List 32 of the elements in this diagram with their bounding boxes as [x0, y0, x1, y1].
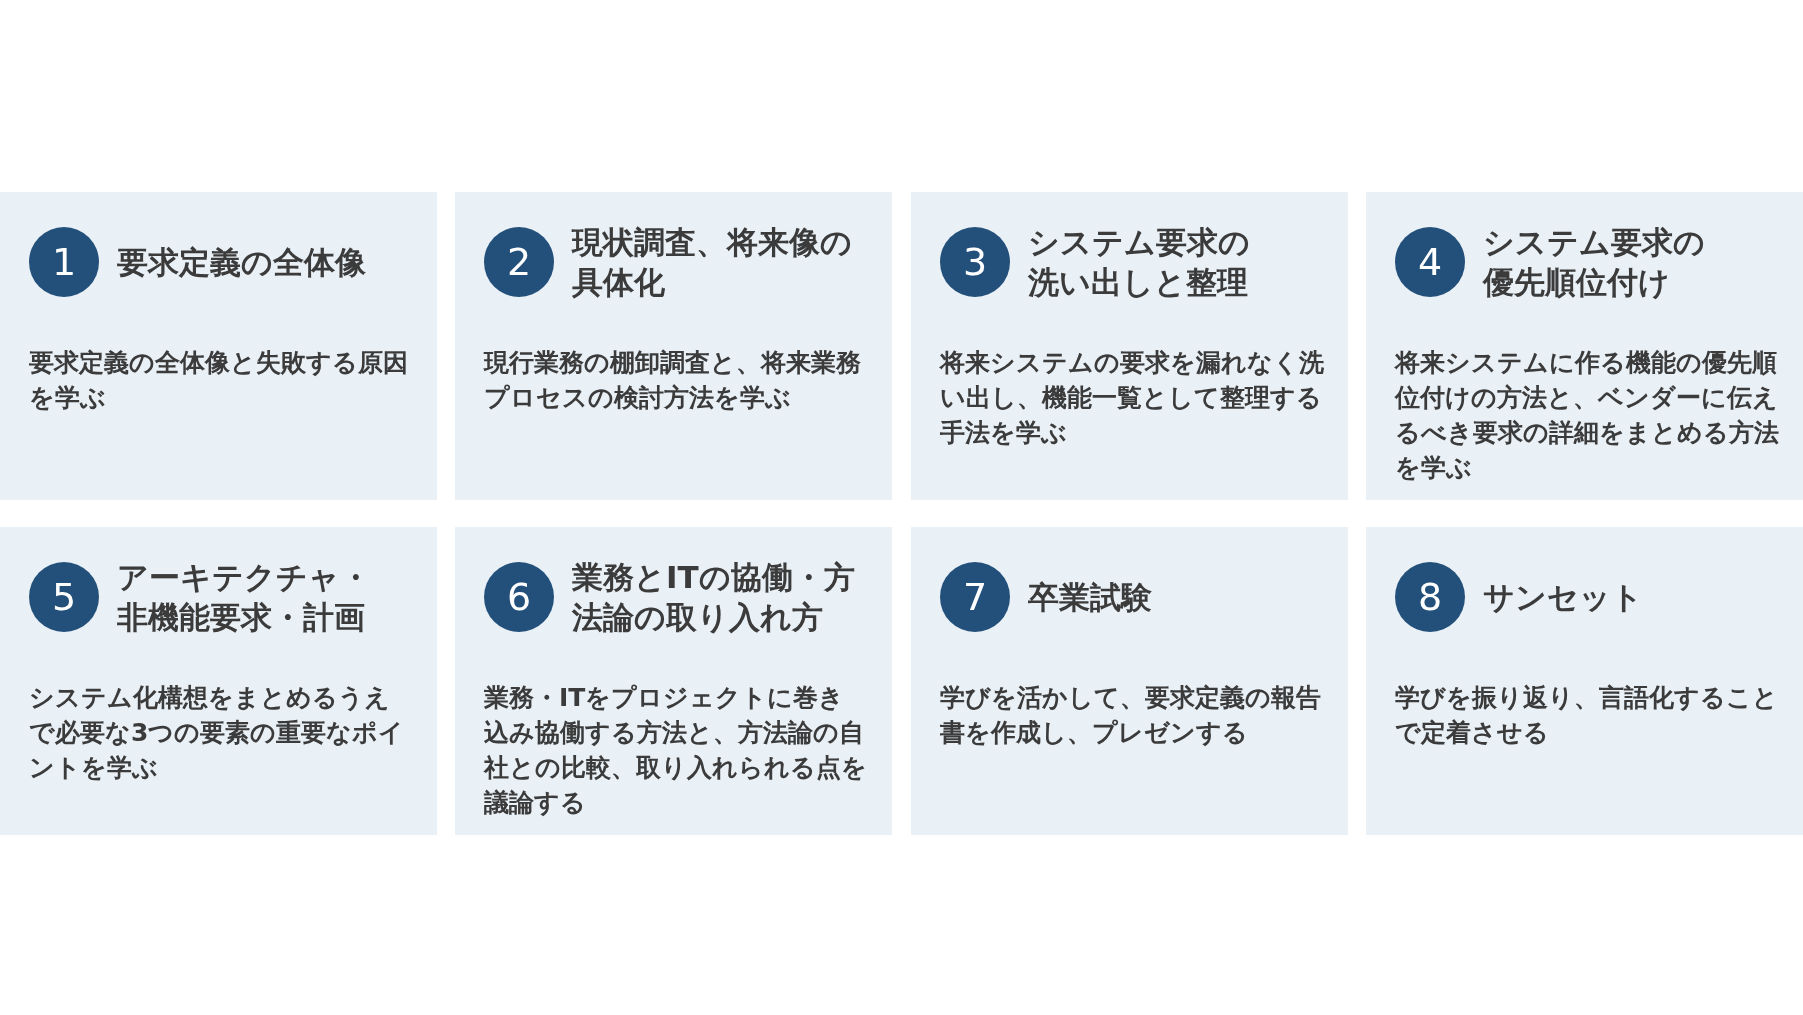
card-description: 学びを活かして、要求定義の報告書を作成し、プレゼンする: [940, 682, 1322, 749]
course-card: [1366, 192, 1803, 500]
card-description: 将来システムに作る機能の優先順位付けの方法と、ベンダーに伝えるべき要求の詳細をまとめる方法を学ぶ: [1395, 347, 1780, 484]
card-description: 将来システムの要求を漏れなく洗い出し、機能一覧として整理する手法を学ぶ: [940, 347, 1325, 449]
step-number-circle: 4: [1395, 227, 1465, 297]
course-card: [911, 192, 1348, 500]
card-title: 業務とITの協働・方法論の取り入れ方: [572, 558, 856, 637]
step-number-circle: 1: [29, 227, 99, 297]
course-card: [1366, 527, 1803, 835]
step-number-circle: 2: [484, 227, 554, 297]
course-card: [455, 527, 892, 835]
step-number-circle: 6: [484, 562, 554, 632]
step-number-circle: 7: [940, 562, 1010, 632]
step-number-circle: 8: [1395, 562, 1465, 632]
card-title: 要求定義の全体像: [117, 243, 367, 282]
course-card: [0, 192, 437, 500]
card-description: 業務・ITをプロジェクトに巻き込み協働する方法と、方法論の自社との比較、取り入れられる点を議論する: [484, 682, 868, 819]
step-number-circle: 3: [940, 227, 1010, 297]
card-title: アーキテクチャ・非機能要求・計画: [117, 558, 372, 637]
card-title: 現状調査、将来像の具体化: [572, 223, 853, 302]
card-description: 現行業務の棚卸調査と、将来業務プロセスの検討方法を学ぶ: [484, 347, 862, 414]
step-number-circle: 5: [29, 562, 99, 632]
card-description: 要求定義の全体像と失敗する原因を学ぶ: [29, 347, 409, 414]
card-description: システム化構想をまとめるうえで必要な3つの要素の重要なポイントを学ぶ: [29, 682, 406, 784]
card-title: システム要求の優先順位付け: [1483, 223, 1706, 302]
course-card: [911, 527, 1348, 835]
card-title: サンセット: [1483, 578, 1644, 617]
card-description: 学びを振り返り、言語化することで定着させる: [1395, 682, 1779, 749]
card-title: 卒業試験: [1028, 578, 1153, 617]
course-card: [0, 527, 437, 835]
card-title: システム要求の洗い出しと整理: [1028, 223, 1251, 302]
course-card: [455, 192, 892, 500]
